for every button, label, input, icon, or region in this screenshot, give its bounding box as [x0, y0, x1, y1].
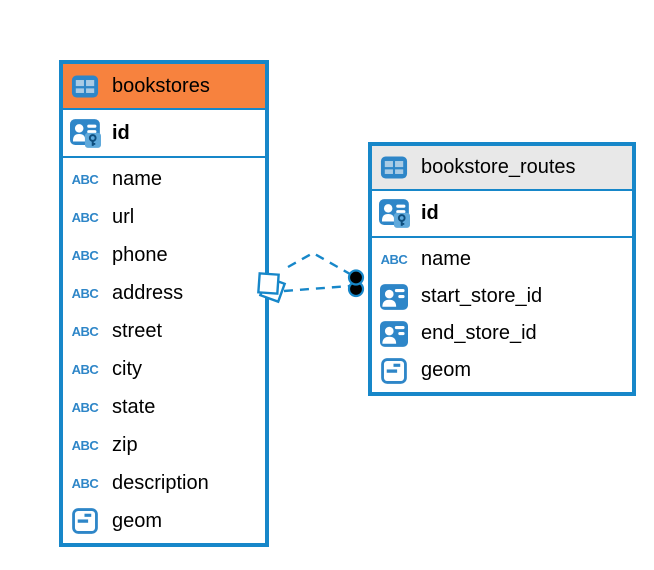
reference-icon: [378, 321, 410, 347]
column-row-state[interactable]: ABC state: [63, 388, 265, 426]
text-type-icon: ABC: [71, 399, 99, 415]
table-bookstore-routes-header[interactable]: bookstore_routes: [372, 146, 632, 191]
text-type-icon: ABC: [71, 248, 99, 264]
text-type-icon: ABC: [71, 361, 99, 377]
column-label: end_store_id: [421, 322, 537, 344]
text-type-icon: ABC: [71, 172, 99, 188]
column-row-geom[interactable]: geom: [372, 352, 632, 389]
column-row-zip[interactable]: ABC zip: [63, 426, 265, 464]
column-row-url[interactable]: ABC url: [63, 199, 265, 237]
table-bookstore-routes[interactable]: bookstore_routes id ABC name start_store…: [368, 142, 636, 396]
column-label: name: [421, 248, 472, 270]
column-label: address: [112, 282, 184, 305]
column-label: state: [112, 395, 156, 418]
table-name: bookstore_routes: [421, 156, 576, 178]
column-label: start_store_id: [421, 285, 543, 307]
column-row-phone[interactable]: ABC phone: [63, 237, 265, 275]
column-label: url: [112, 206, 135, 229]
table-bookstores[interactable]: bookstores id ABC name ABC url ABC phone…: [59, 60, 269, 547]
reference-icon: [378, 284, 410, 310]
table-icon: [69, 75, 101, 98]
column-list: ABC name start_store_id end_store_id geo…: [372, 238, 632, 392]
column-row-id[interactable]: id: [63, 110, 265, 158]
table-bookstores-header[interactable]: bookstores: [63, 64, 265, 110]
column-label: geom: [421, 359, 472, 381]
column-row-name[interactable]: ABC name: [372, 241, 632, 278]
geometry-type-icon: [378, 358, 410, 384]
column-row-name[interactable]: ABC name: [63, 161, 265, 199]
relationship-line-lower[interactable]: [283, 284, 351, 293]
column-label: street: [112, 320, 163, 343]
text-type-icon: ABC: [71, 210, 99, 226]
column-label: id: [112, 121, 130, 144]
column-row-description[interactable]: ABC description: [63, 464, 265, 502]
column-label: city: [112, 357, 142, 380]
text-type-icon: ABC: [71, 324, 99, 340]
primary-key-icon: [378, 199, 410, 228]
column-row-start-store-id[interactable]: start_store_id: [372, 278, 632, 315]
column-row-address[interactable]: ABC address: [63, 275, 265, 313]
relationship-line-upper[interactable]: [287, 251, 351, 276]
column-row-geom[interactable]: geom: [63, 502, 265, 540]
text-type-icon: ABC: [71, 475, 99, 491]
table-name: bookstores: [112, 74, 210, 97]
column-label: id: [421, 202, 439, 224]
geometry-type-icon: [69, 508, 101, 534]
primary-key-icon: [69, 119, 101, 148]
table-icon: [378, 156, 410, 179]
column-label: phone: [112, 244, 168, 267]
column-label: name: [112, 168, 163, 191]
text-type-icon: ABC: [71, 286, 99, 302]
column-row-end-store-id[interactable]: end_store_id: [372, 315, 632, 352]
column-label: geom: [112, 509, 163, 532]
column-row-street[interactable]: ABC street: [63, 313, 265, 351]
column-row-city[interactable]: ABC city: [63, 351, 265, 389]
column-list: ABC name ABC url ABC phone ABC address A…: [63, 158, 265, 543]
text-type-icon: ABC: [71, 437, 99, 453]
relationship-target-handle[interactable]: [347, 269, 365, 298]
column-row-id[interactable]: id: [372, 191, 632, 238]
column-label: description: [112, 471, 209, 494]
text-type-icon: ABC: [380, 252, 408, 267]
column-label: zip: [112, 433, 138, 456]
